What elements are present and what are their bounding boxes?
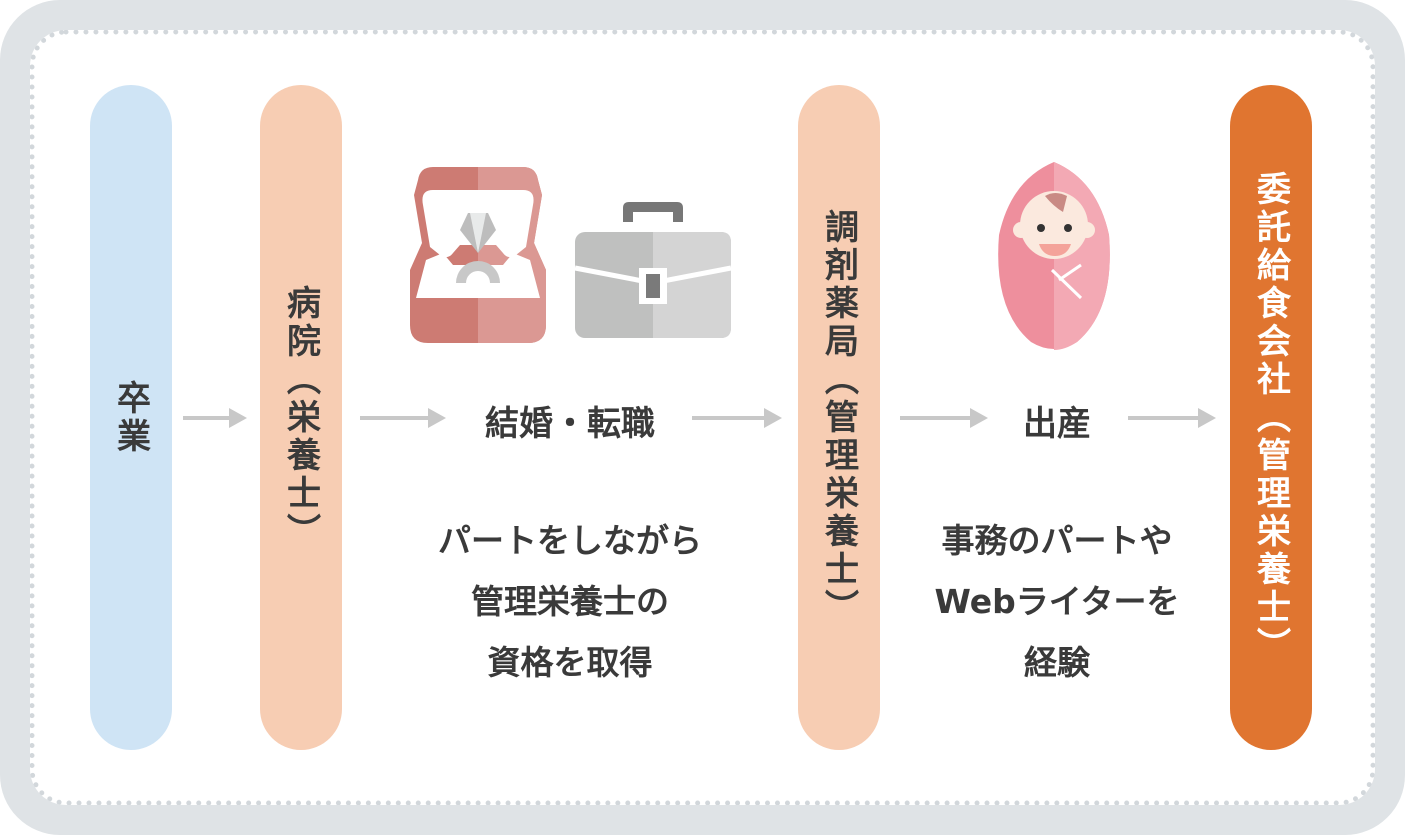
arrow-icon	[1128, 408, 1216, 428]
step-graduation: 卒業	[90, 85, 172, 750]
description-line: 資格を取得	[487, 643, 653, 682]
description-line: 管理栄養士の	[471, 582, 669, 621]
step-pharmacy: 調剤薬局（管理栄養士）	[798, 85, 880, 750]
briefcase-icon	[574, 202, 732, 338]
arrow-icon	[900, 408, 988, 428]
arrow-icon	[183, 408, 247, 428]
step-label: 卒業	[110, 379, 151, 456]
step-hospital: 病院（栄養士）	[260, 85, 342, 750]
step-label: 委託給食会社（管理栄養士）	[1250, 170, 1291, 665]
step-catering-company: 委託給食会社（管理栄養士）	[1230, 85, 1312, 750]
ring-box-icon	[410, 167, 546, 343]
description-line: パートをしながら	[438, 521, 702, 560]
step-label: 病院（栄養士）	[280, 284, 321, 551]
event-label: 結婚・転職	[485, 404, 655, 444]
description-line: Webライターを	[934, 582, 1180, 621]
event-description: 事務のパートや Webライターを 経験	[935, 510, 1180, 693]
description-line: 事務のパートや	[941, 521, 1173, 560]
arrow-icon	[692, 408, 782, 428]
description-line: 経験	[1023, 643, 1090, 682]
event-description: パートをしながら 管理栄養士の 資格を取得	[438, 510, 702, 693]
arrow-icon	[360, 408, 446, 428]
event-label: 出産	[1023, 404, 1091, 444]
step-label: 調剤薬局（管理栄養士）	[818, 208, 859, 627]
baby-icon	[998, 162, 1110, 350]
